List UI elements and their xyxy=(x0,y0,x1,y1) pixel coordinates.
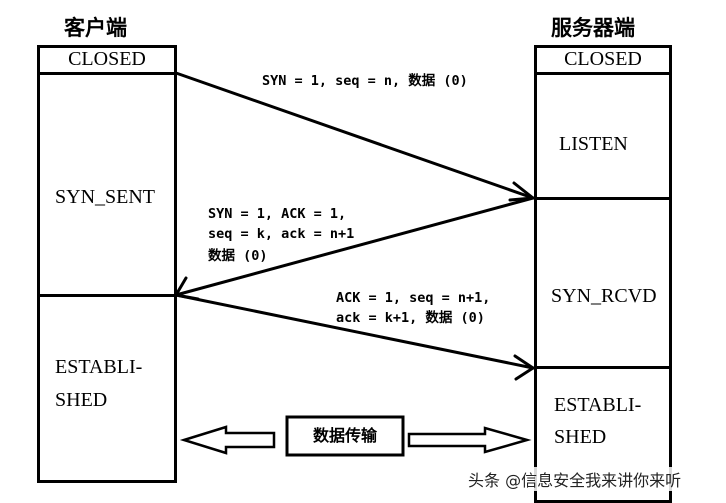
arrow-transfer-left xyxy=(179,425,276,455)
server-title: 服务器端 xyxy=(551,16,635,40)
client-state-established-2: SHED xyxy=(55,389,108,411)
message-ack-line1: ACK = 1, seq = n+1, xyxy=(336,290,491,306)
data-transfer-label: 数据传输 xyxy=(312,426,377,445)
server-divider-syn-rcvd xyxy=(534,366,672,369)
server-state-established-2: SHED xyxy=(554,426,607,448)
client-title: 客户端 xyxy=(64,16,127,40)
transfer-box xyxy=(285,415,405,457)
server-divider-closed xyxy=(534,72,672,75)
client-lifeline xyxy=(37,45,177,483)
server-state-closed: CLOSED xyxy=(564,48,642,70)
client-divider-closed xyxy=(37,72,177,75)
client-divider-established xyxy=(37,294,177,297)
message-ack-line2: ack = k+1, 数据 (0) xyxy=(336,310,485,326)
message-syn-ack-line3: 数据 (0) xyxy=(208,248,268,264)
watermark: 头条 @信息安全我来讲你来听 xyxy=(466,467,684,491)
message-syn: SYN = 1, seq = n, 数据 (0) xyxy=(262,73,468,89)
message-syn-ack-line2: seq = k, ack = n+1 xyxy=(208,226,355,242)
server-lifeline xyxy=(534,45,672,503)
server-state-syn-rcvd: SYN_RCVD xyxy=(551,285,657,307)
arrow-transfer-right xyxy=(407,426,532,454)
client-state-established-1: ESTABLI- xyxy=(55,356,143,378)
arrow-ack xyxy=(174,293,535,381)
server-state-established-1: ESTABLI- xyxy=(554,394,642,416)
client-state-syn-sent: SYN_SENT xyxy=(55,186,156,208)
client-state-closed: CLOSED xyxy=(68,48,146,70)
server-divider-listen xyxy=(534,197,672,200)
arrow-syn xyxy=(174,71,535,202)
message-syn-ack-line1: SYN = 1, ACK = 1, xyxy=(208,206,347,222)
server-state-listen: LISTEN xyxy=(559,133,628,155)
